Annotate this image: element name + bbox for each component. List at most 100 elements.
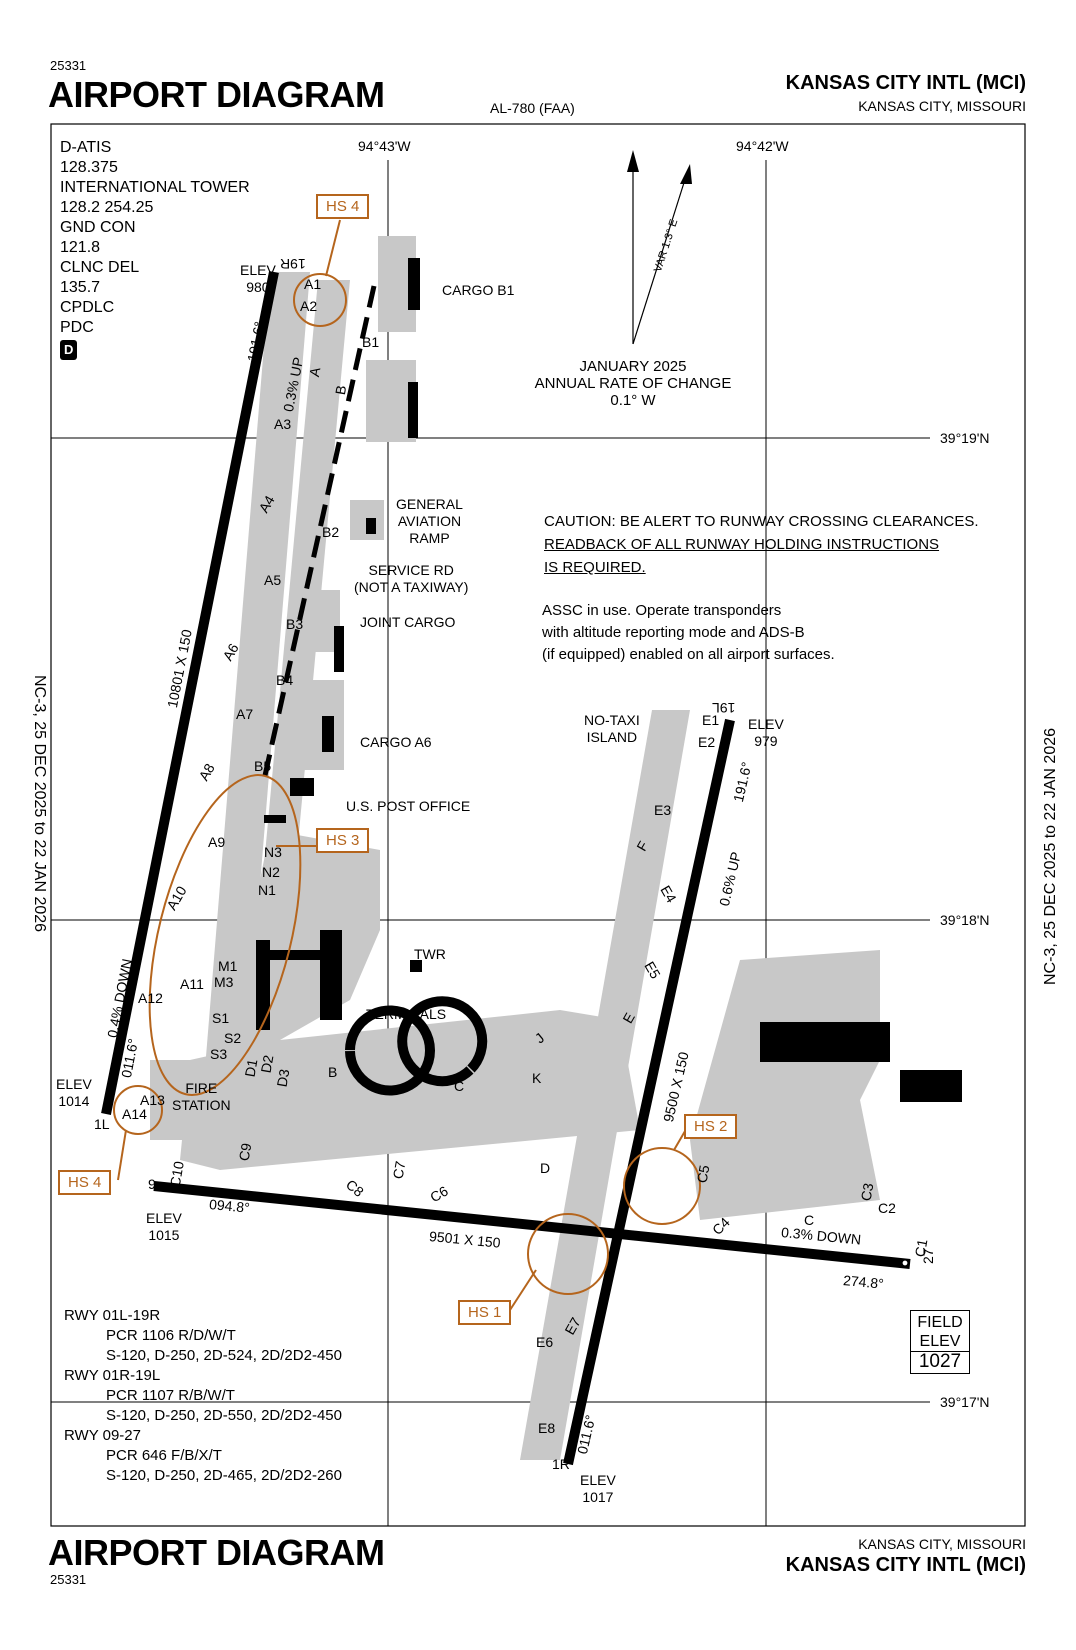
freq-line: CPDLC xyxy=(60,299,115,316)
hs1-circle xyxy=(527,1213,609,1295)
taxiway-label: S1 xyxy=(212,1010,230,1026)
lat-lon-grid xyxy=(51,160,930,1526)
service-road xyxy=(261,285,377,781)
assc-line: (if equipped) enabled on all airport sur… xyxy=(542,646,835,663)
cargo-a6-building xyxy=(322,716,334,752)
caution-line: CAUTION: BE ALERT TO RUNWAY CROSSING CLE… xyxy=(544,513,979,530)
rwy-strength: S-120, D-250, 2D-550, 2D/2D2-450 xyxy=(106,1407,342,1424)
rwy-19l-elev: ELEV 979 xyxy=(748,716,784,750)
rate-line: JANUARY 2025 xyxy=(579,358,687,375)
freq-line: 135.7 xyxy=(60,279,101,296)
taxiway-label: N3 xyxy=(264,844,282,860)
taxiway-label: B2 xyxy=(322,524,340,540)
rwy-name: RWY 01R-19L xyxy=(64,1367,161,1384)
rwy-1l-end: 1L xyxy=(94,1116,110,1132)
cargo-b1-label: CARGO B1 xyxy=(442,282,515,298)
taxiway-label: N1 xyxy=(258,882,276,898)
map-frame xyxy=(50,123,1026,1527)
taxiway-label: C3 xyxy=(857,1181,877,1203)
taxiway-label-c: C xyxy=(804,1212,815,1228)
rwy-name: RWY 09-27 xyxy=(64,1427,141,1444)
taxiway-label: C1 xyxy=(911,1237,931,1259)
taxiway-a-strip xyxy=(200,272,310,1130)
hotspot-hs4-north: HS 4 xyxy=(316,194,370,219)
taxiway-label: D3 xyxy=(273,1067,293,1089)
freq-line: CLNC DEL xyxy=(60,259,140,276)
fire-station-label: FIRE STATION xyxy=(172,1080,231,1114)
post-office-label: U.S. POST OFFICE xyxy=(346,798,471,814)
rwy-strength: S-120, D-250, 2D-524, 2D/2D2-450 xyxy=(106,1347,342,1364)
taxiway-label: B5 xyxy=(254,758,272,774)
taxiway-label: C7 xyxy=(389,1159,409,1181)
chart-id: 25331 xyxy=(50,58,87,73)
field-elevation-box: FIELD ELEV 1027 xyxy=(910,1310,970,1374)
doc-code: AL-780 (FAA) xyxy=(490,100,575,116)
hotspot-hs1: HS 1 xyxy=(458,1300,512,1325)
runways xyxy=(101,271,911,1466)
taxiway-label: N2 xyxy=(262,864,280,880)
east-hangar-1 xyxy=(760,1022,890,1062)
elev-value: 1014 xyxy=(58,1093,90,1109)
taxiway-label: M3 xyxy=(214,974,234,990)
frequency-block: D-ATIS 128.375 INTERNATIONAL TOWER 128.2… xyxy=(60,138,250,360)
rwy-pcr: PCR 1107 R/B/W/T xyxy=(106,1387,235,1404)
runway-01l-19r xyxy=(101,271,279,1115)
rwy-1r-elev: ELEV 1017 xyxy=(580,1472,616,1506)
cargo-b1-hardstand xyxy=(366,360,416,442)
terminal-b-label: B xyxy=(328,1064,338,1080)
taxiway-label: A12 xyxy=(138,990,163,1006)
rwy-9-elev: ELEV 1015 xyxy=(146,1210,182,1244)
hotspot-hs4-south: HS 4 xyxy=(58,1170,112,1195)
page-title: AIRPORT DIAGRAM xyxy=(48,74,385,115)
elev-label: ELEV xyxy=(748,716,784,732)
taxiway-label: A3 xyxy=(274,416,292,432)
taxiway-label: D2 xyxy=(257,1053,277,1075)
elev-label: ELEV xyxy=(580,1472,616,1488)
rate-line: ANNUAL RATE OF CHANGE xyxy=(534,375,732,392)
terminal-a-concourse xyxy=(256,940,270,1030)
taxiway-label: E3 xyxy=(654,802,672,818)
hs3-ellipse xyxy=(148,774,302,1096)
latitude-label-1: 39°19'N xyxy=(940,430,990,446)
tower-building xyxy=(410,960,422,972)
service-road-label: SERVICE RD (NOT A TAXIWAY) xyxy=(354,562,468,596)
fire-line: FIRE xyxy=(185,1080,218,1096)
footer-chart-id: 25331 xyxy=(50,1572,87,1587)
taxiway-label: B3 xyxy=(286,616,304,632)
pavement-areas xyxy=(150,236,880,1460)
taxiway-label: C2 xyxy=(878,1200,896,1216)
taxiway-label: A5 xyxy=(264,572,282,588)
ga-ramp-label: GENERAL AVIATION RAMP xyxy=(396,496,463,547)
elev-value: 980 xyxy=(246,279,270,295)
terminal-b-arc xyxy=(345,1005,435,1096)
rwy-19r-end: 19R xyxy=(280,256,306,272)
rwy-1r-end: 1R xyxy=(552,1456,570,1472)
hs4-south-leader xyxy=(117,1129,127,1181)
taxiway-label: A11 xyxy=(180,976,204,992)
assc-line: ASSC in use. Operate transponders xyxy=(542,602,782,619)
hs4-north-leader xyxy=(325,219,341,277)
ga-line: GENERAL xyxy=(396,496,463,512)
taxiway-label: A1 xyxy=(304,276,322,292)
field-elev-value: 1027 xyxy=(911,1351,969,1371)
cargo-a6-label: CARGO A6 xyxy=(360,734,432,750)
runway-09-27 xyxy=(153,1181,911,1269)
rwy-name: RWY 01L-19R xyxy=(64,1307,161,1324)
service-rd-line: (NOT A TAXIWAY) xyxy=(354,579,469,595)
assc-note: ASSC in use. Operate transponders with a… xyxy=(542,600,835,666)
taxiway-label: E8 xyxy=(538,1420,556,1436)
elev-value: 979 xyxy=(754,733,778,749)
freq-line: 128.2 254.25 xyxy=(60,199,154,216)
no-taxi-line: ISLAND xyxy=(586,729,638,745)
field-elev-label: FIELD xyxy=(917,1314,963,1331)
taxiway-label: S3 xyxy=(210,1046,228,1062)
taxiway-label: M1 xyxy=(218,958,238,974)
ga-line: RAMP xyxy=(409,530,450,546)
hotspot-hs3: HS 3 xyxy=(316,828,370,853)
terminal-c-label: C xyxy=(454,1078,465,1094)
hotspot-hs2: HS 2 xyxy=(684,1114,738,1139)
taxiway-label: A14 xyxy=(122,1106,147,1122)
joint-cargo-label: JOINT CARGO xyxy=(360,614,456,630)
rwy-1l-elev: ELEV 1014 xyxy=(56,1076,92,1110)
